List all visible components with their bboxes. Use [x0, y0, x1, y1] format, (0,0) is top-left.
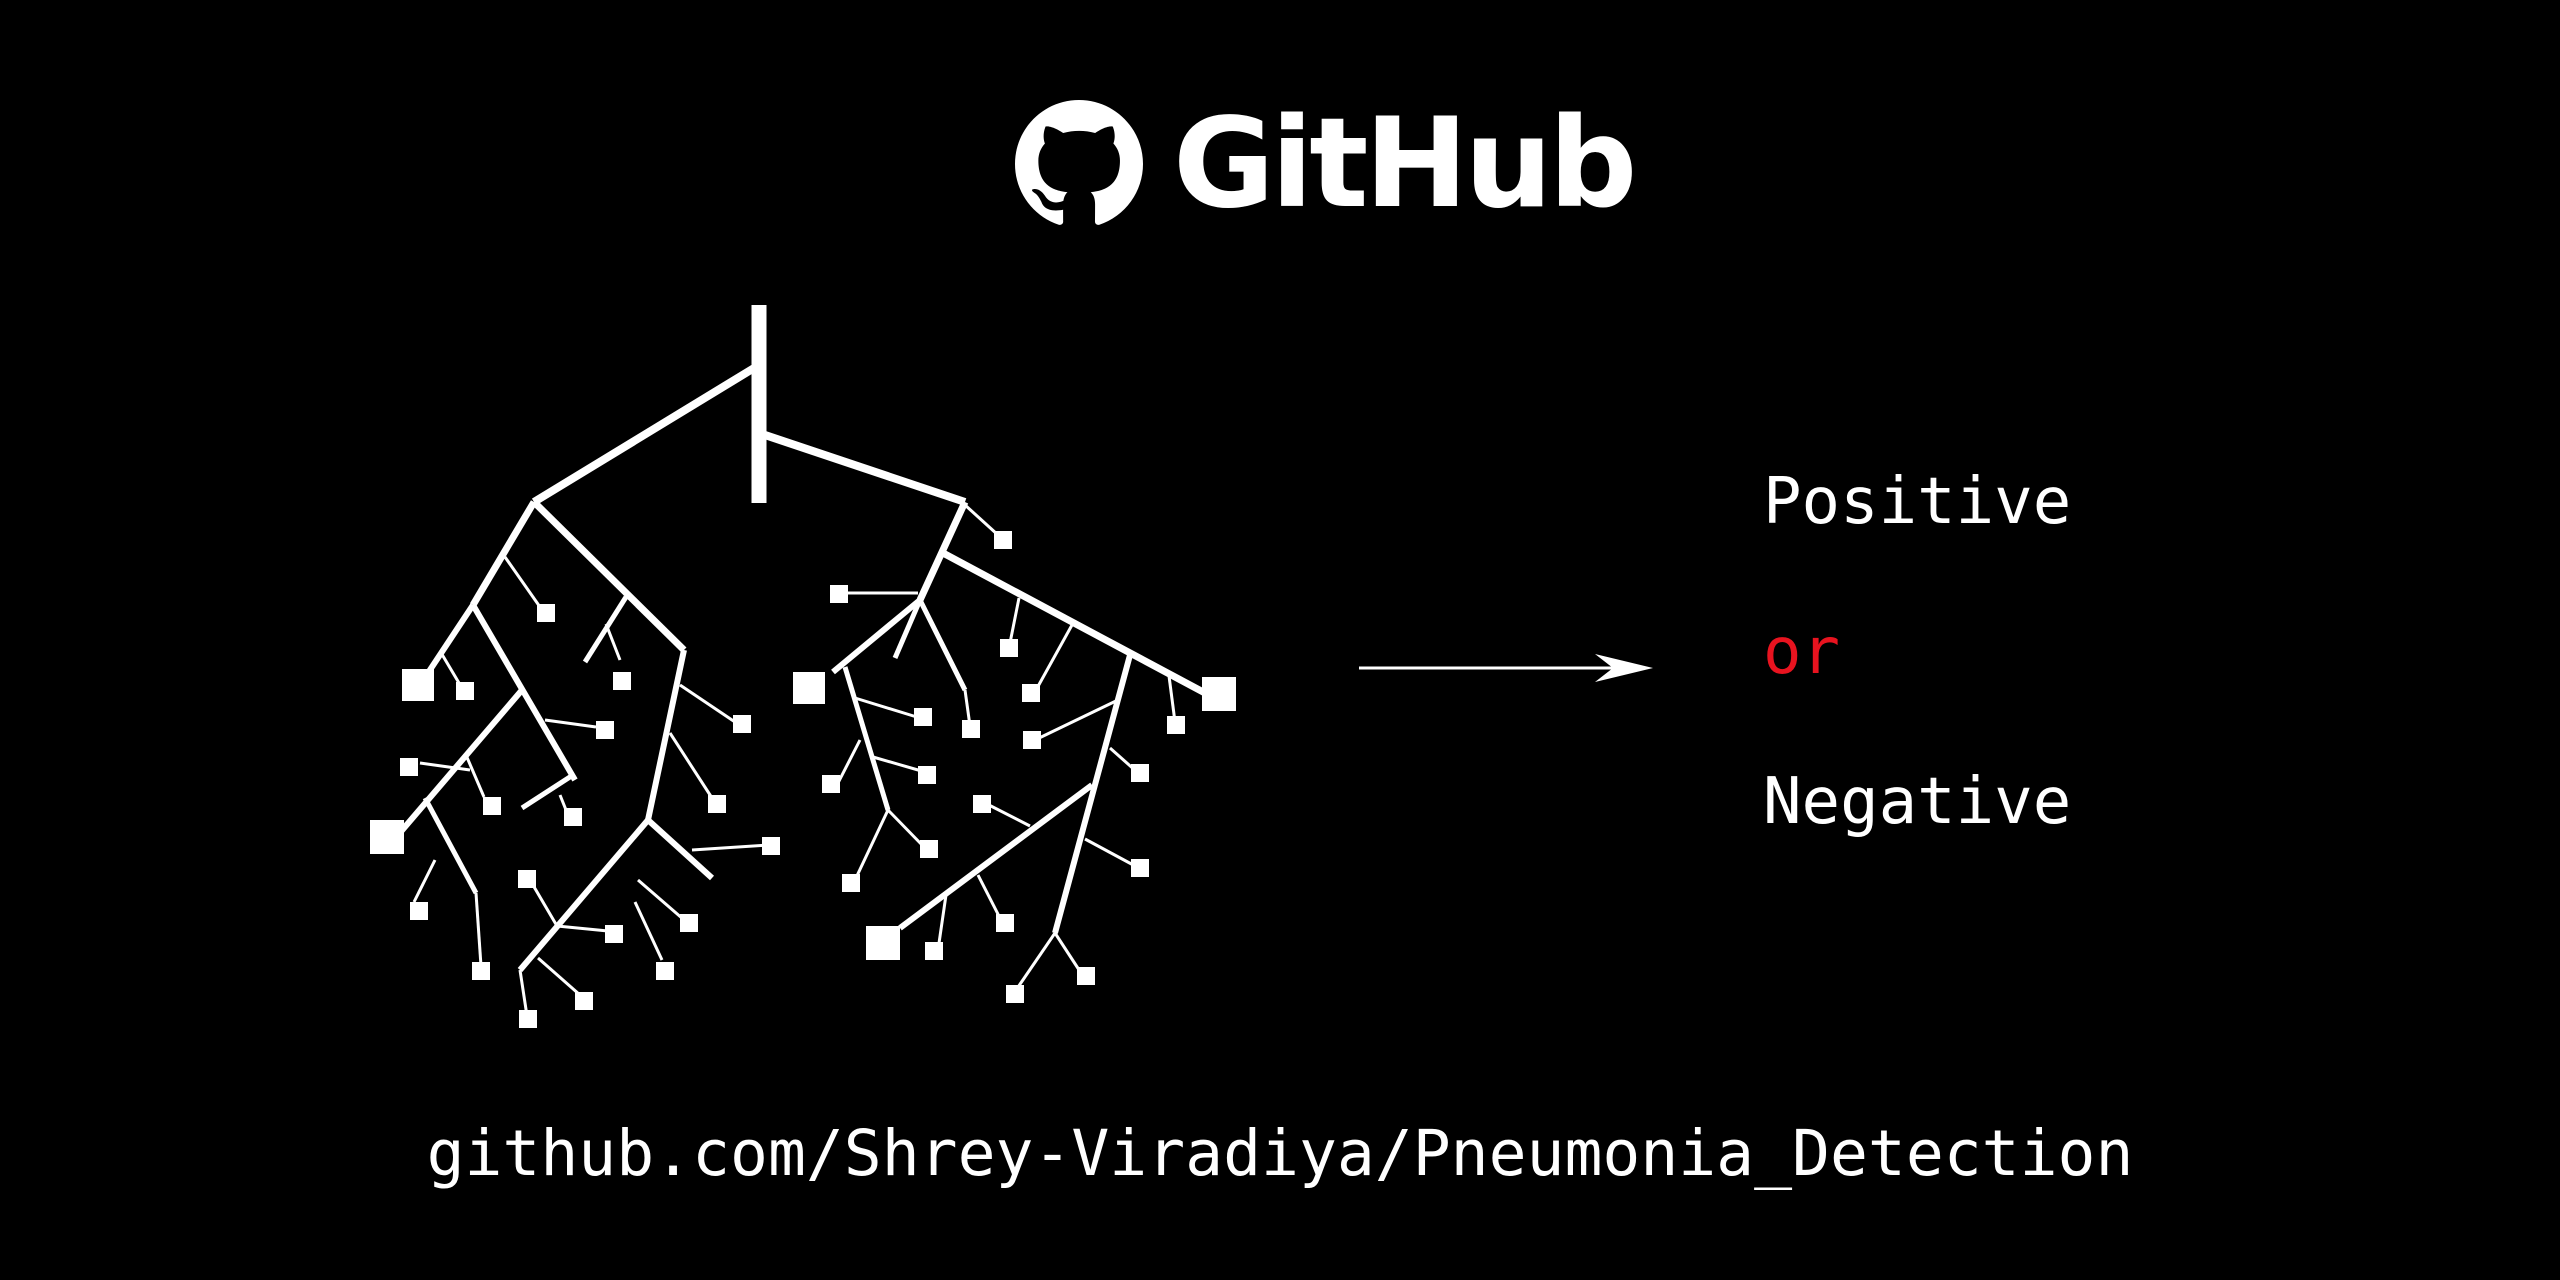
- lung-tree-icon: [370, 305, 1236, 1028]
- negative-label: Negative: [1763, 765, 2072, 839]
- github-octocat-icon: [1015, 100, 1143, 225]
- arrow-right-icon: [1359, 654, 1653, 682]
- positive-label: Positive: [1763, 465, 2072, 539]
- github-logo: GitHub: [1015, 92, 1637, 236]
- or-label: or: [1763, 615, 1841, 689]
- github-wordmark: GitHub: [1173, 92, 1637, 236]
- repo-url: github.com/Shrey-Viradiya/Pneumonia_Dete…: [426, 1117, 2134, 1190]
